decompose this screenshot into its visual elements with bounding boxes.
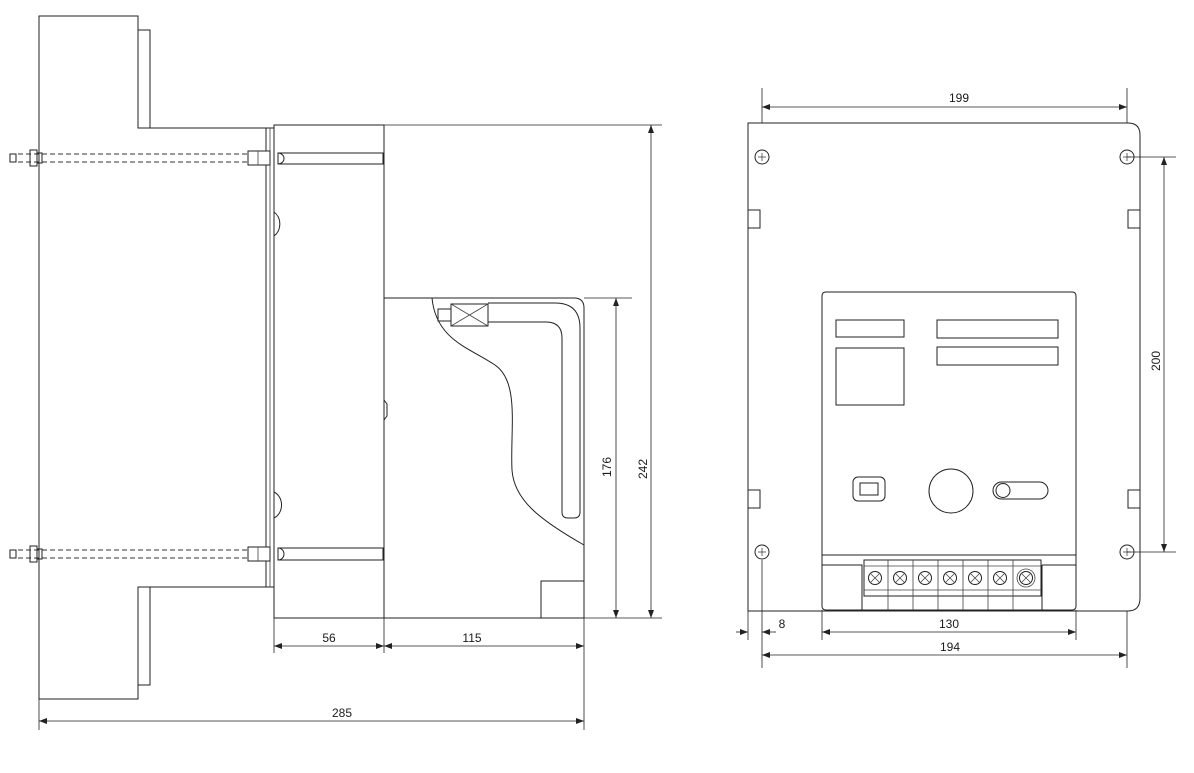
terminal-screw-1 [868,571,882,585]
side-enclosure-step-bottom [138,587,151,686]
side-view [9,15,585,700]
front-view [747,122,1141,612]
terminal-screw-7 [1019,571,1033,585]
terminal-screw-4 [943,571,957,585]
control-panel [821,291,1077,611]
label-slot-wide-bottom [936,346,1059,366]
module-handle [488,302,581,519]
display-window [835,347,905,406]
terminal-screw-2 [893,571,907,585]
terminal-block [863,559,1042,610]
dim-label-194: 194 [940,640,960,654]
dim-label-242: 242 [636,459,650,479]
mounting-hole-top-left [754,149,770,165]
side-clip [383,399,388,421]
side-view-dimensions: 56 115 285 176 242 [38,124,662,730]
upper-latch-notch [273,211,281,237]
dim-label-176: 176 [600,457,614,477]
terminal-screw-ring [1016,568,1036,588]
upper-bolt [9,149,384,167]
module-housing [383,297,585,619]
module-cover-curve [431,297,585,546]
front-housing [273,124,385,619]
rotary-knob [928,468,974,514]
dim-label-285: 285 [332,706,352,720]
label-slot-small [835,319,905,338]
indicator-button [852,476,886,502]
dim-label-115: 115 [462,631,481,645]
lower-latch-notch [273,491,282,519]
terminal-screws [868,568,1036,588]
terminal-screw-3 [918,571,932,585]
front-view-dimensions: 199 200 8 130 194 [736,88,1176,668]
side-enclosure-step-top [138,29,151,128]
front-plate-right-notches [1127,209,1140,509]
label-slot-wide-top [936,319,1059,339]
dim-label-130: 130 [939,617,959,631]
mounting-hole-bottom-left [754,544,770,560]
side-enclosure-outline [38,15,267,700]
terminal-screw-6 [993,571,1007,585]
terminal-screw-5 [968,571,982,585]
dim-label-8: 8 [779,617,786,631]
terminal-recess [822,554,1076,610]
dim-label-200: 200 [1149,351,1163,371]
lower-bolt [9,545,384,563]
toggle-switch [992,481,1049,500]
front-plate-left-notches [747,123,761,611]
dim-label-56: 56 [322,631,336,645]
dim-label-199: 199 [949,91,969,105]
module-foot-cutout [540,580,584,618]
module-connector [437,303,489,327]
front-plate-outline [747,122,1141,612]
